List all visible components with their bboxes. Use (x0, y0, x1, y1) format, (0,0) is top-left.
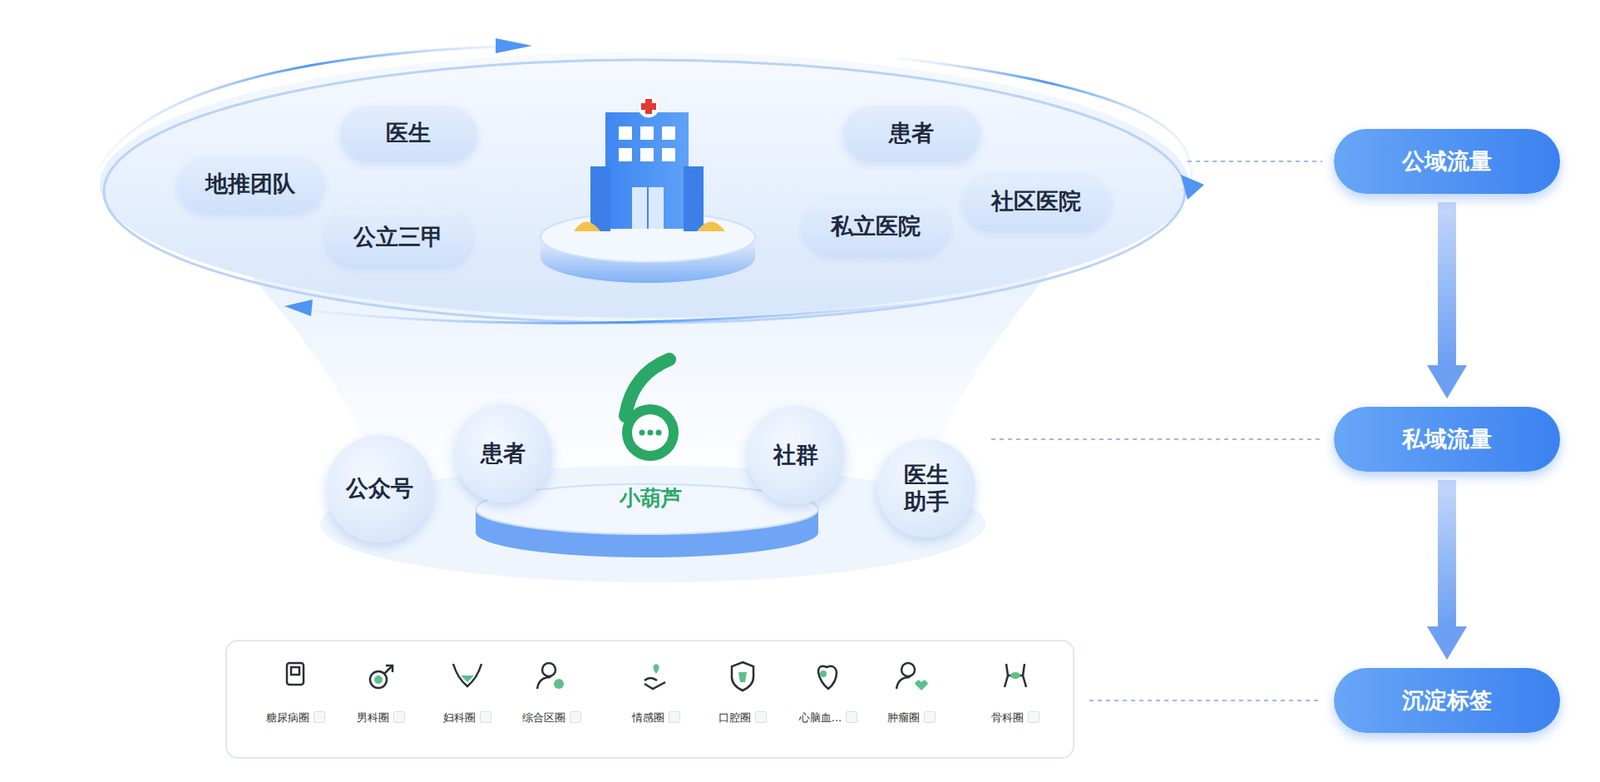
flow-arrow (1427, 479, 1467, 660)
stage-pill: 公域流量 (1333, 128, 1561, 194)
node-text: 医生 (385, 119, 431, 147)
orbit-arc (99, 45, 516, 167)
stage-pill: 沉淀标签 (1333, 667, 1561, 733)
source-pill: 地推团队 (177, 156, 324, 213)
node-text: 患者 (480, 439, 526, 467)
leader-line (991, 161, 1323, 701)
logo-text: 小葫芦 (619, 483, 682, 512)
flow-arrow (1427, 202, 1467, 399)
node-text: 社群 (773, 441, 819, 469)
source-pill: 医生 (340, 105, 478, 162)
tag-label: 肿瘤圈 (887, 710, 936, 726)
arrow-head (1427, 626, 1467, 660)
tag-label: 糖尿病圈 (266, 710, 326, 726)
node-text: 公立三甲 (353, 223, 444, 251)
arrow-shaft (1437, 479, 1457, 627)
node-text: 患者 (888, 119, 934, 147)
node-text: 沉淀标签 (1402, 686, 1492, 714)
tag-label: 综合区圈 (522, 710, 582, 726)
source-pill: 私立医院 (803, 198, 949, 255)
node-text: 社区医院 (991, 187, 1082, 215)
channel-circle: 患者 (454, 404, 553, 503)
stage-pill: 私域流量 (1333, 406, 1561, 472)
tag-label: 口腔圈 (718, 710, 767, 726)
tag-label: 妇科圈 (443, 710, 492, 726)
node-text: 地推团队 (205, 170, 296, 198)
logo-icon (622, 359, 679, 461)
tag-icons (286, 661, 1027, 691)
orbit-arrow (1180, 174, 1205, 200)
top-platter (99, 51, 1190, 318)
orbit-arc (299, 299, 957, 323)
orbit-arrow (284, 299, 313, 317)
source-pill: 公立三甲 (325, 209, 472, 266)
orbit-arrow (495, 38, 533, 54)
node-text: 公众号 (345, 474, 414, 502)
tag-panel (226, 640, 1074, 758)
node-text: 私域流量 (1402, 425, 1492, 453)
source-pill: 患者 (843, 105, 981, 162)
top-platter-rim (103, 59, 1186, 323)
tag-label: 情感圈 (632, 710, 681, 726)
arrow-head (1427, 365, 1467, 399)
tag-label: 心脑血... (799, 710, 858, 726)
node-text: 医生助手 (903, 461, 951, 516)
channel-circle: 社群 (746, 405, 845, 504)
node-text: 公域流量 (1402, 148, 1492, 175)
tag-label: 男科圈 (356, 710, 405, 726)
channel-circle: 医生助手 (877, 439, 976, 538)
tag-label: 骨科圈 (991, 710, 1040, 726)
node-text: 私立医院 (830, 212, 921, 240)
hospital-illustration (540, 95, 756, 283)
arrow-shaft (1437, 202, 1457, 366)
source-pill: 社区医院 (963, 173, 1110, 230)
channel-circle: 公众号 (325, 434, 434, 543)
